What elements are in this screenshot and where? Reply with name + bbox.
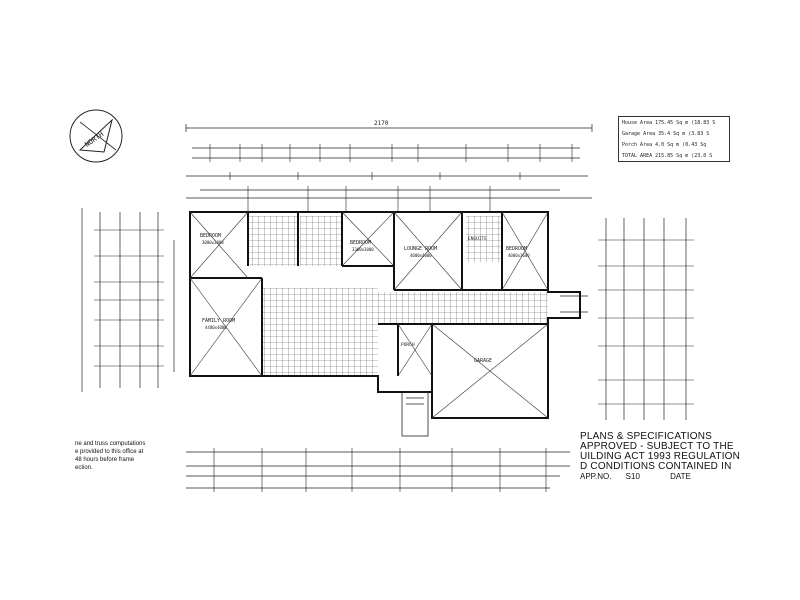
app-no-value: S10: [625, 472, 640, 481]
room-size-bedroom-nw: 3000x3000: [202, 240, 224, 245]
stamp-line: PLANS & SPECIFICATIONS: [580, 431, 713, 442]
room-label-garage: GARAGE: [474, 358, 492, 364]
north-arrow: NORTH: [69, 109, 123, 163]
room-label-porch: PORCH: [401, 342, 415, 348]
overall-dimension: 2170: [374, 120, 389, 127]
room-size-family-room: 4400x4000: [205, 325, 227, 330]
stamp-line: APPROVED - SUBJECT TO THE: [580, 441, 734, 452]
room-diagonals: [189, 211, 549, 419]
date-label: DATE: [670, 472, 691, 481]
area-row: TOTAL AREA 215.85 Sq m (23.0 S: [622, 153, 713, 159]
approval-stamp: PLANS & SPECIFICATIONS APPROVED - SUBJEC…: [580, 431, 741, 482]
note-line: ection.: [75, 465, 93, 471]
room-label-bedroom-e: BEDROOM: [506, 246, 527, 252]
stamp-line: UILDING ACT 1993 REGULATION: [580, 451, 741, 462]
stamp-app-row: APP.NO. S10 DATE: [580, 472, 730, 482]
area-schedule: House Area 175.45 Sq m (18.83 S Garage A…: [618, 116, 730, 162]
house-walls: [189, 211, 581, 419]
truss-note: ne and truss computations e provided to …: [75, 440, 185, 472]
room-size-bedroom-e: 4000x3600: [508, 253, 530, 258]
room-label-lounge-room: LOUNGE ROOM: [404, 246, 437, 252]
room-label-family-room: FAMILY ROOM: [202, 318, 235, 324]
area-row: Garage Area 35.4 Sq m (3.83 S: [622, 131, 710, 137]
area-row: Porch Area 4.0 Sq m (0.43 Sq: [622, 142, 707, 148]
right-dimension-lines: [598, 218, 694, 420]
room-size-bedroom-c: 3300x3000: [352, 247, 374, 252]
app-no-label: APP.NO.: [580, 472, 612, 481]
room-label-bedroom-nw: BEDROOM: [200, 233, 221, 239]
room-labels: BEDROOM 3000x3000 FAMILY ROOM 4400x4000 …: [200, 233, 530, 364]
area-row: House Area 175.45 Sq m (18.83 S: [622, 120, 716, 126]
stamp-line: D CONDITIONS CONTAINED IN: [580, 461, 732, 472]
tiled-floor-areas: [248, 216, 548, 376]
left-dimension-lines: [81, 208, 175, 392]
room-label-ensuite: ENSUITE: [468, 236, 487, 242]
note-line: ne and truss computations: [75, 441, 146, 447]
bottom-dimension-lines: [186, 448, 570, 492]
room-label-bedroom-c: BEDROOM: [350, 240, 371, 246]
top-dimension-lines: [185, 124, 593, 212]
porch-steps: [401, 295, 588, 437]
room-size-lounge-room: 4000x4000: [410, 253, 432, 258]
note-line: 48 hours before frame: [75, 457, 135, 463]
note-line: e provided to this office at: [75, 449, 144, 455]
